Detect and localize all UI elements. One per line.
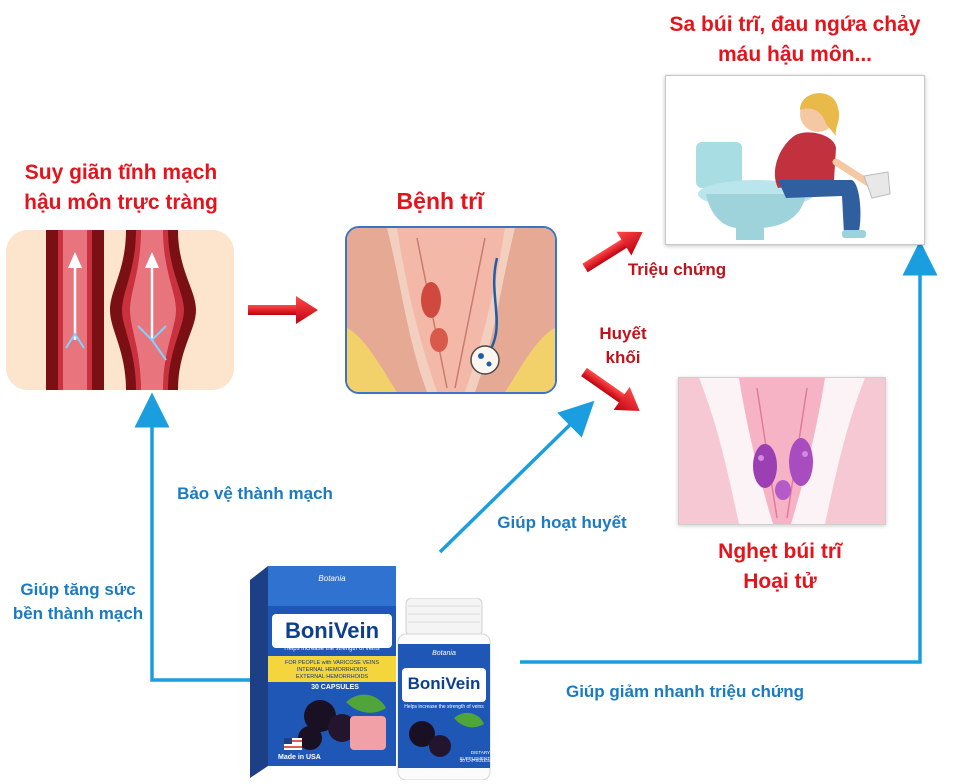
product-box-image xyxy=(250,566,396,778)
hemorrhoid-title: Bệnh trĩ xyxy=(396,188,484,214)
symptom-illustration xyxy=(665,75,925,245)
woman-on-toilet-image xyxy=(666,76,924,244)
dilated-veins-image xyxy=(6,230,234,390)
protect-edge-label: Bảo vệ thành mạch xyxy=(177,484,333,503)
box-capsules: 30 CAPSULES xyxy=(311,684,359,691)
strengthen-edge-label: Giúp tăng sức bền thành mạch xyxy=(12,580,144,623)
bonivein-box: Botania BoniVein Helps increase the stre… xyxy=(250,566,396,778)
red-arrow-veins-to-hemorrhoid xyxy=(248,296,318,324)
blue-arrow-circulation xyxy=(438,400,595,554)
box-tagline: Helps increase the strength of veins xyxy=(284,646,380,652)
strangulated-hemorrhoid-image xyxy=(679,378,885,524)
blue-arrow-protect xyxy=(134,392,250,682)
bottle-supplement: DIETARY SUPPLEMENT xyxy=(459,750,490,761)
product-bottle-image xyxy=(397,598,491,780)
box-brand: BoniVein xyxy=(284,618,380,643)
circulation-edge-label: Giúp hoạt huyết xyxy=(497,513,627,532)
necrosis-title: Nghẹt búi trĩ Hoại tử xyxy=(718,540,842,593)
box-internal: INTERNAL HEMORRHOIDS xyxy=(296,667,368,673)
red-arrow-to-necrosis xyxy=(581,367,640,412)
bottle-brand: BoniVein xyxy=(407,674,481,693)
bonivein-bottle: Botania BoniVein Helps increase the stre… xyxy=(394,598,494,780)
bottle-tagline: Helps increase the strength of veins xyxy=(404,704,484,710)
red-arrow-to-symptoms xyxy=(582,231,643,273)
blue-arrow-relief xyxy=(520,240,938,664)
veins-title: Suy giãn tĩnh mạch hậu môn trực tràng xyxy=(24,161,218,214)
veins-illustration xyxy=(6,230,234,390)
symptoms-edge-label: Triệu chứng xyxy=(627,260,727,279)
hemorrhoid-anatomy-image xyxy=(347,228,555,392)
box-origin: Made in USA xyxy=(278,754,321,761)
hemorrhoid-illustration xyxy=(345,226,557,394)
symptoms-title: Sa búi trĩ, đau ngứa chảy máu hậu môn... xyxy=(669,13,921,66)
necrosis-illustration xyxy=(678,377,886,525)
bottle-maker: Botania xyxy=(432,650,456,657)
box-external: EXTERNAL HEMORRHOIDS xyxy=(295,674,369,680)
thrombosis-edge-label: Huyết khối xyxy=(599,324,647,367)
relief-edge-label: Giúp giảm nhanh triệu chứng xyxy=(565,682,805,701)
box-for-people: FOR PEOPLE with VARICOSE VEINS xyxy=(284,660,380,666)
bottle-capsules: 30 CAPSULES xyxy=(459,758,490,763)
box-maker: Botania xyxy=(318,574,346,583)
